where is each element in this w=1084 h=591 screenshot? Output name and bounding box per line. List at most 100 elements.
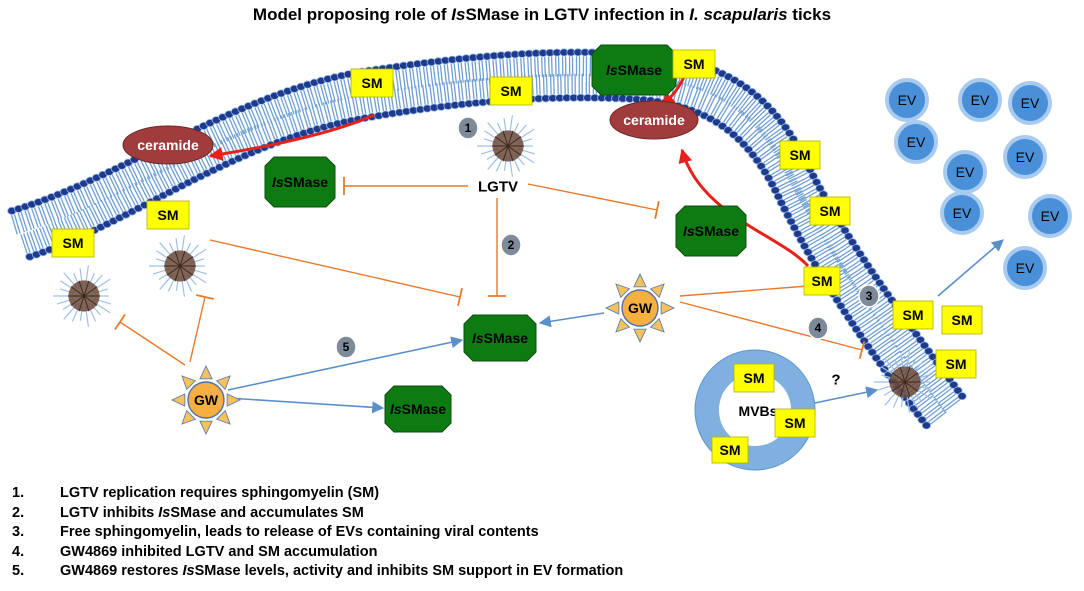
lipid-head (883, 290, 893, 299)
ev-label: EV (907, 134, 926, 150)
virus-rna (507, 145, 514, 162)
virus-particle (874, 351, 933, 413)
ev-label: EV (1041, 208, 1060, 224)
lipid-tail (805, 229, 824, 240)
step-marker: 2 (500, 233, 522, 257)
lipid-tail (719, 102, 732, 121)
lipid-tail (150, 174, 161, 193)
step-marker-label: 2 (508, 238, 515, 252)
legend-item-4: 4.GW4869 inhibited LGTV and SM accumulat… (12, 543, 623, 563)
lipid-tail (509, 58, 512, 79)
lipid-tail (421, 84, 426, 105)
lipid-tail (867, 327, 886, 341)
legend-list: 1.LGTV replication requires sphingomyeli… (12, 484, 623, 582)
lipid-tail (803, 226, 822, 238)
lipid-tail (113, 193, 124, 213)
lipid-tail (108, 175, 119, 195)
virus-rna (179, 265, 194, 276)
smase-shape (264, 156, 336, 208)
inhibition-bar (858, 341, 866, 359)
lipid-tail (20, 234, 28, 254)
lipid-tail (871, 333, 890, 347)
lipid-tail (810, 238, 829, 250)
virus-particle (53, 265, 112, 327)
lipid-head (867, 267, 877, 276)
lipid-tail (747, 128, 763, 144)
lipid-head (784, 129, 795, 138)
lipid-tail (686, 85, 695, 105)
lipid-tail (82, 208, 93, 228)
lipid-tail (249, 127, 259, 147)
legend-text: Is (182, 563, 195, 579)
ceramide-label: ceramide (623, 112, 685, 128)
lipid-tail (874, 306, 893, 320)
smase-label-suffix: SMase (402, 401, 447, 417)
lipid-tail (731, 111, 745, 129)
lipid-tail (516, 58, 519, 79)
virus-rna (494, 145, 509, 156)
extracellular-vesicle: EV (1003, 246, 1047, 290)
lipid-tail (343, 79, 349, 99)
lipid-tail (550, 56, 553, 77)
lipid-tail (745, 126, 761, 141)
lipid-tail (740, 98, 755, 114)
lipid-tail (728, 109, 743, 127)
lipid-tail (928, 408, 945, 423)
smase-label: IsSMase (272, 174, 328, 190)
gw-label: GW (628, 300, 653, 316)
lipid-tail (467, 79, 471, 100)
lipid-tail (417, 85, 422, 106)
lipid-tail (734, 115, 749, 132)
lipid-tail (858, 313, 876, 327)
lipid-tail (736, 117, 751, 134)
lipid-tail (77, 190, 87, 210)
lipid-tail (17, 212, 25, 233)
gw-ray (226, 393, 242, 407)
virus-rna (70, 295, 85, 306)
gw-ray (633, 328, 647, 344)
lipid-tail (159, 169, 170, 189)
lipid-tail (552, 74, 555, 95)
lipid-tail (481, 60, 485, 81)
mvb-label: MVBs (739, 403, 778, 419)
lipid-tail (683, 84, 692, 104)
lipid-tail (893, 331, 911, 345)
lipid-tail (220, 139, 230, 159)
lipid-tail (530, 57, 533, 78)
legend-text: Free sphingomyelin, leads to release of … (60, 524, 539, 540)
gw-ray (604, 301, 620, 315)
sm-to-ceramide-left (208, 113, 375, 161)
legend-text: SMase levels, activity and inhibits SM s… (194, 563, 624, 579)
step-marker: 1 (457, 116, 479, 140)
lipid-tail (538, 74, 541, 95)
lipid-tail (443, 82, 447, 103)
extracellular-vesicle: EV (885, 78, 929, 122)
lipid-head (875, 359, 885, 368)
lipid-tail (549, 74, 552, 95)
lipid-tail (862, 319, 880, 333)
sm-box-shape (892, 300, 934, 330)
lipid-tail (408, 68, 413, 89)
lipid-tail (806, 232, 825, 244)
legend-text: SMase and accumulates SM (170, 504, 364, 521)
lipid-tail (316, 85, 324, 106)
lipid-tail (921, 400, 939, 414)
ev-shape (1028, 194, 1072, 238)
sm-box: SM (803, 266, 841, 296)
lipid-tail (280, 115, 289, 135)
lipid-tail (746, 104, 762, 121)
lipid-tail (523, 57, 526, 78)
ev-label: EV (1016, 149, 1035, 165)
smase-enzyme: IsSMase (591, 44, 677, 96)
lipid-tail (354, 95, 360, 116)
legend-number: 3. (12, 524, 25, 540)
lipid-tail (83, 187, 93, 207)
lipid-tail (813, 244, 832, 256)
lipid-head (957, 392, 967, 401)
lipid-tail (393, 88, 399, 109)
lipid-tail (140, 160, 151, 180)
lipid-tail (478, 61, 482, 82)
lipid-tail (534, 57, 537, 78)
lipid-tail (115, 192, 126, 211)
lipid-tail (91, 204, 101, 224)
